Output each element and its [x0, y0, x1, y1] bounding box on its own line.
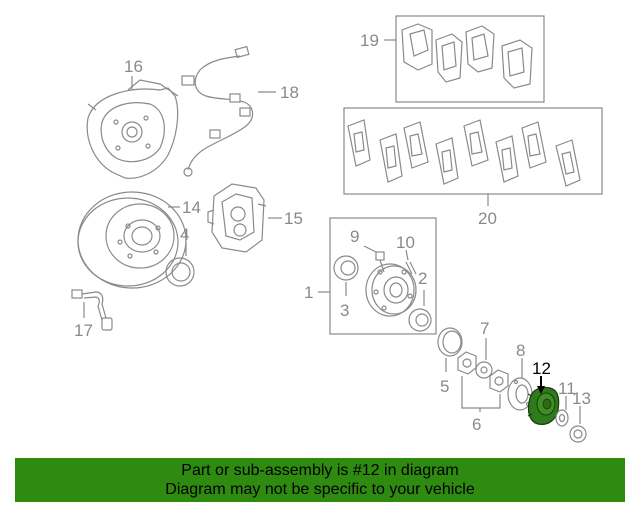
callout-5[interactable]: 5 — [440, 377, 449, 396]
callout-17[interactable]: 17 — [74, 321, 93, 340]
bracket-6 — [461, 376, 501, 409]
part-9-hub-bolt[interactable] — [375, 251, 385, 273]
part-18-sensor-wire[interactable] — [181, 45, 254, 177]
callout-2[interactable]: 2 — [418, 269, 427, 288]
part-17-brake-hose[interactable] — [71, 289, 113, 331]
part-14-brake-disc[interactable] — [77, 191, 187, 289]
callout-8[interactable]: 8 — [516, 341, 525, 360]
callout-18[interactable]: 18 — [280, 83, 299, 102]
callout-19[interactable]: 19 — [360, 31, 379, 50]
callout-10[interactable]: 10 — [396, 233, 415, 252]
diagram-canvas: 16 18 19 — [71, 15, 603, 443]
part-13-cap[interactable] — [569, 425, 587, 443]
part-20-shims[interactable] — [347, 119, 581, 187]
part-3-bearing[interactable] — [333, 255, 359, 281]
leader-10 — [405, 249, 409, 261]
callout-3[interactable]: 3 — [340, 301, 349, 320]
callout-14[interactable]: 14 — [182, 198, 201, 217]
callout-4[interactable]: 4 — [180, 225, 189, 244]
part-16-dust-shield[interactable] — [86, 79, 179, 179]
part-2-bearing[interactable] — [408, 308, 432, 332]
part-6-nut[interactable] — [457, 351, 477, 375]
part-4-seal[interactable] — [165, 257, 195, 287]
callout-15[interactable]: 15 — [284, 209, 303, 228]
arrow-12 — [537, 386, 545, 394]
callout-20[interactable]: 20 — [478, 209, 497, 228]
callout-9[interactable]: 9 — [350, 227, 359, 246]
part-19-brake-pads[interactable] — [401, 23, 533, 89]
part-15-caliper[interactable] — [207, 183, 267, 253]
callout-1[interactable]: 1 — [304, 283, 313, 302]
callout-12[interactable]: 12 — [532, 359, 551, 378]
callout-16[interactable]: 16 — [124, 57, 143, 76]
box-19-pad-kit — [395, 15, 545, 103]
part-6-nut-lower[interactable] — [489, 369, 509, 393]
box-20-shim-kit — [343, 107, 603, 195]
part-10-stud[interactable] — [405, 261, 417, 275]
part-7-washer[interactable] — [475, 361, 493, 379]
part-1-hub[interactable] — [365, 263, 417, 317]
callout-7[interactable]: 7 — [480, 319, 489, 338]
callout-6[interactable]: 6 — [472, 415, 481, 434]
info-banner: Part or sub-assembly is #12 in diagram D… — [15, 458, 625, 502]
part-12-highlighted[interactable] — [527, 386, 560, 425]
leader-9 — [363, 245, 377, 253]
callout-13[interactable]: 13 — [572, 389, 591, 408]
part-11-washer[interactable] — [555, 409, 569, 427]
banner-line-1: Part or sub-assembly is #12 in diagram — [181, 462, 459, 479]
banner-line-2: Diagram may not be specific to your vehi… — [165, 481, 475, 498]
part-5-o-ring[interactable] — [437, 327, 463, 357]
box-1-hub-assembly — [329, 217, 437, 335]
callout-11[interactable]: 11 — [558, 379, 576, 398]
